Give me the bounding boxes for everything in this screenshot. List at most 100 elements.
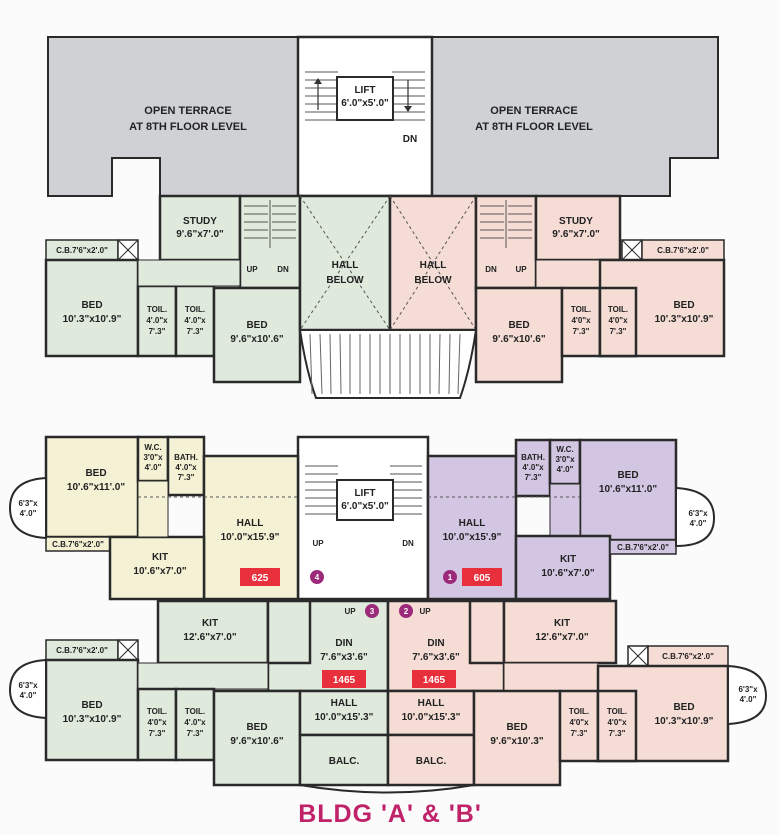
toil-red-1-label: TOIL. [569, 707, 589, 716]
toil-2-left-top [174, 284, 216, 358]
badge-1465-left [322, 670, 366, 688]
lift-label-top: LIFT [354, 85, 375, 96]
stair-bottom-treads [305, 465, 422, 515]
bed-small-right-top-size: 9'.6"x10'.6" [492, 334, 545, 345]
toil-2-left-top-size2: 7'.3" [187, 327, 204, 336]
curved-wall-bottom [299, 784, 475, 794]
circle-3 [365, 604, 379, 618]
curved-grille [298, 329, 478, 399]
passage-left-top [137, 259, 241, 287]
terrace-right-sub: AT 8TH FLOOR LEVEL [475, 121, 593, 133]
terrace-left-label: OPEN TERRACE [144, 105, 231, 117]
study-left-label: STUDY [183, 216, 217, 227]
up-red: UP [419, 607, 431, 616]
lift-size-top: 6'.0"x5'.0" [341, 98, 389, 109]
bed-red-small-size: 9'.6"x10'.3" [490, 736, 543, 747]
bed-large-left-top-label: BED [81, 300, 102, 311]
arrow-head-left [314, 78, 322, 84]
badge-625-label: 625 [252, 573, 269, 584]
toil-red-2 [596, 689, 638, 763]
hall-below-left-sub: BELOW [326, 275, 364, 286]
wc-right-size2: 4'.0" [557, 465, 574, 474]
circle-4 [310, 570, 324, 584]
kit-yellow-label: KIT [152, 552, 168, 563]
hall-purple-size: 10'.0"x15'.9" [443, 532, 502, 543]
bed-purple-size: 10'.6"x11'.0" [599, 484, 657, 495]
bed-red-large-size: 10'.3"x10'.9" [655, 716, 714, 727]
bed-large-left-top-size: 10'.3"x10'.9" [63, 314, 122, 325]
din-green-size: 7'.6"x3'.6" [320, 652, 368, 663]
balc-side-left-size: 4'.0" [20, 509, 37, 518]
badge-1465-right-label: 1465 [423, 675, 446, 686]
bed-large-left-top [44, 258, 140, 358]
toil-2-right-top-size2: 7'.3" [610, 327, 627, 336]
bed-small-left-top [212, 286, 302, 384]
bed-red-large-label: BED [673, 702, 694, 713]
bed-large-right-top-label: BED [673, 300, 694, 311]
bath-left-label: BATH. [174, 453, 198, 462]
toil-green-2-size: 4'.0"x [184, 718, 206, 727]
hall-yellow-label: HALL [237, 518, 264, 529]
balc-green-label: BALC. [329, 756, 360, 767]
building-title: BLDG 'A' & 'B' [298, 800, 482, 828]
balcony-left-yellow [8, 476, 47, 540]
kit-red [502, 599, 618, 665]
bottom-floor-plan: BED 10'.6"x11'.0" W.C. 3'0"x 4'.0" BATH.… [8, 435, 768, 794]
bed-green-small [212, 689, 302, 787]
hall-green-size: 10'.0"x15'.3" [315, 712, 374, 723]
passage-green [137, 662, 269, 690]
cb-yellow-label: C.B.7'6"x2'.0" [52, 540, 104, 549]
balc-red-label: BALC. [416, 756, 447, 767]
bed-green-small-size: 9'.6"x10'.6" [230, 736, 283, 747]
balcony-low-right [727, 664, 768, 726]
grille-bars [309, 333, 461, 395]
cb-left-top-label: C.B.7'6"x2'.0" [56, 246, 108, 255]
hall-purple-label: HALL [459, 518, 486, 529]
bed-small-right-top-label: BED [508, 320, 529, 331]
bed-yellow-label: BED [85, 468, 106, 479]
din-red-label: DIN [427, 638, 444, 649]
terrace-left-sub: AT 8TH FLOOR LEVEL [129, 121, 247, 133]
toil-red-1-size2: 7'.3" [571, 729, 588, 738]
up-right-top: UP [515, 265, 527, 274]
toil-1-left-top-size2: 7'.3" [149, 327, 166, 336]
balc-side-left-label: 6'3"x [18, 499, 38, 508]
toil-green-2-label: TOIL. [185, 707, 205, 716]
bed-small-left-top-label: BED [246, 320, 267, 331]
hall-below-right-label: HALL [420, 260, 447, 271]
dn-left-top: DN [277, 265, 289, 274]
din-red-size: 7'.6"x3'.6" [412, 652, 460, 663]
cb-green-label: C.B.7'6"x2'.0" [56, 646, 108, 655]
floor-plan: OPEN TERRACE AT 8TH FLOOR LEVEL OPEN TER… [8, 35, 768, 794]
badge-605 [462, 568, 502, 586]
study-right-size: 9'.6"x7'.0" [552, 229, 600, 240]
wc-left-size2: 4'.0" [145, 463, 162, 472]
bed-green-large-label: BED [81, 700, 102, 711]
hall-red [386, 689, 476, 737]
study-left [158, 194, 242, 262]
circle-3-label: 3 [370, 607, 375, 616]
toil-green-2-size2: 7'.3" [187, 729, 204, 738]
bed-yellow-size: 10'.6"x11'.0" [67, 482, 125, 493]
dn-right-top: DN [485, 265, 497, 274]
bath-right-size: 4'.0"x [522, 463, 544, 472]
hall-green [298, 689, 390, 737]
dn-label-top: DN [403, 134, 417, 145]
toil-red-2-size2: 7'.3" [609, 729, 626, 738]
badge-605-label: 605 [474, 573, 491, 584]
bath-left-size: 4'.0"x [175, 463, 197, 472]
circle-1 [443, 570, 457, 584]
cb-purple-label: C.B.7'6"x2'.0" [617, 543, 669, 552]
bath-left [166, 435, 206, 497]
kit-purple-size: 10'.6"x7'.0" [541, 568, 594, 579]
arrow-head-right [404, 106, 412, 112]
bed-green-small-label: BED [246, 722, 267, 733]
hall-below-left-label: HALL [332, 260, 359, 271]
toil-1-right-top [560, 286, 602, 358]
bath-right-label: BATH. [521, 453, 545, 462]
lift-top [336, 76, 394, 121]
up-green: UP [344, 607, 356, 616]
circle-4-label: 4 [315, 573, 320, 582]
toil-green-1 [136, 687, 178, 762]
balcony-low-left [8, 658, 47, 720]
